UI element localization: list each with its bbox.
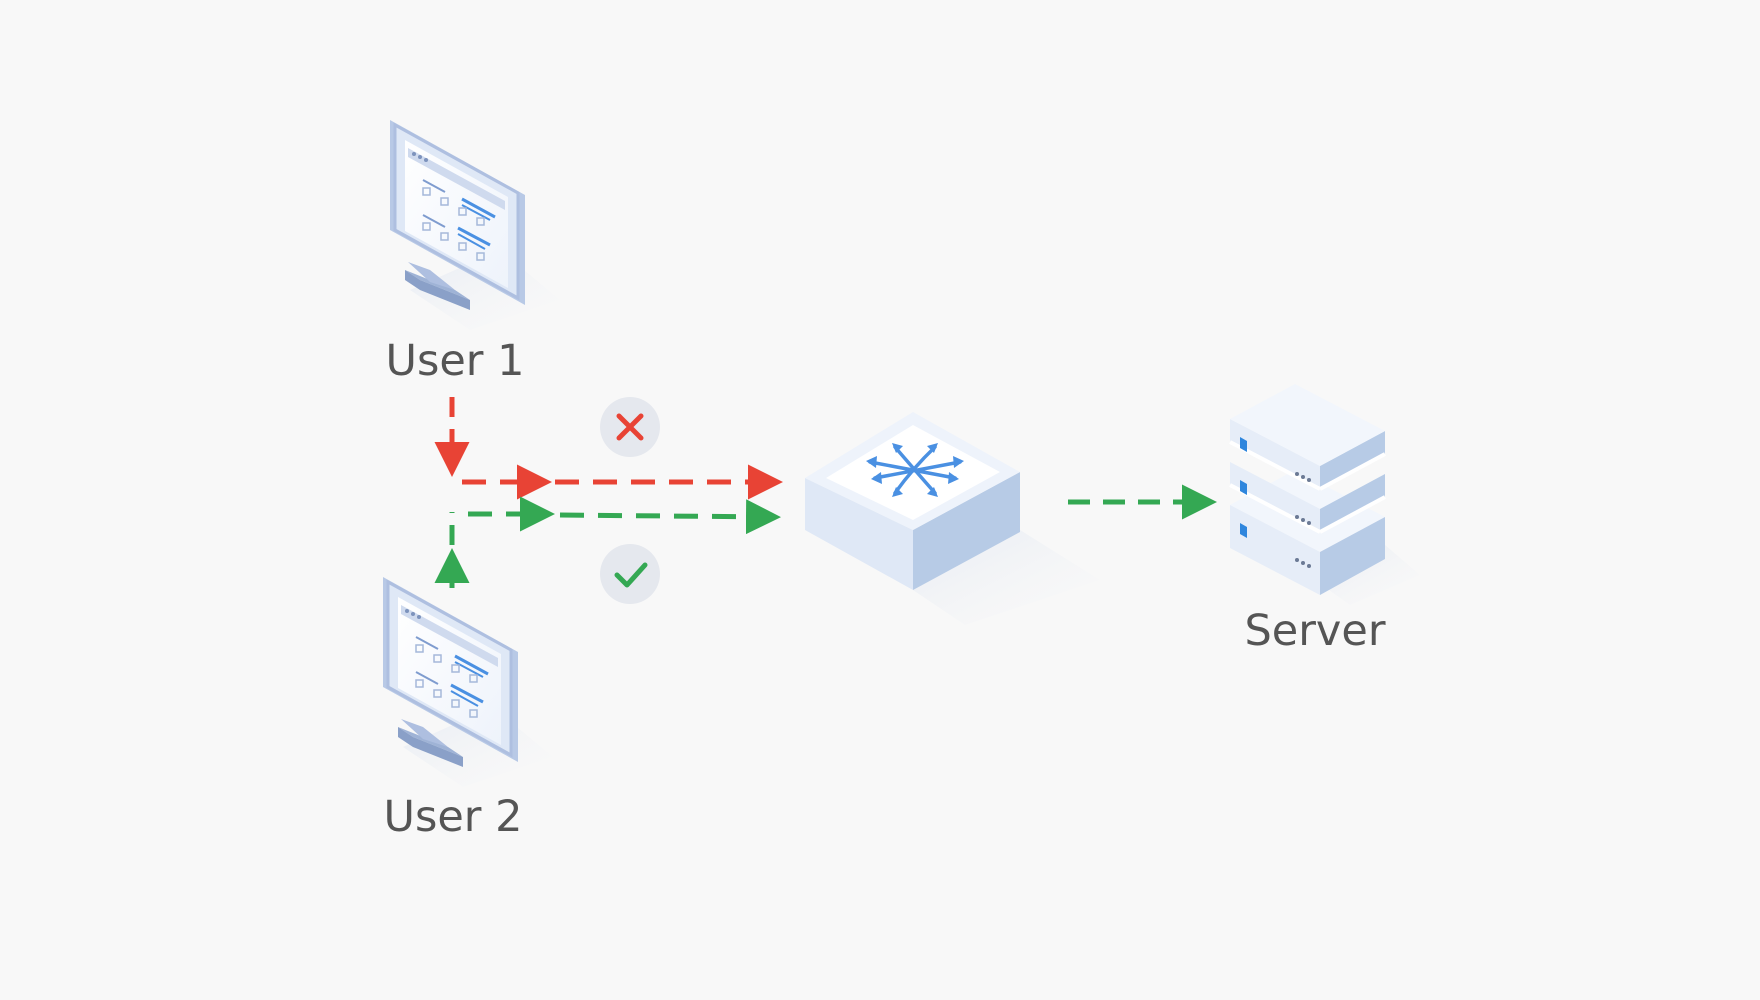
user1-connection-blocked: [434, 397, 783, 500]
server-stack-icon: [1229, 384, 1420, 605]
server-label: Server: [1244, 606, 1386, 656]
user2-label: User 2: [383, 792, 523, 842]
allowed-check-icon: [600, 544, 660, 604]
user2-monitor-icon: [383, 577, 553, 787]
user1-monitor-icon: [390, 120, 560, 330]
user1-label: User 1: [385, 336, 525, 386]
user2-connection-allowed: [434, 496, 781, 588]
network-switch-icon: [805, 412, 1100, 625]
blocked-cross-icon: [600, 397, 660, 457]
